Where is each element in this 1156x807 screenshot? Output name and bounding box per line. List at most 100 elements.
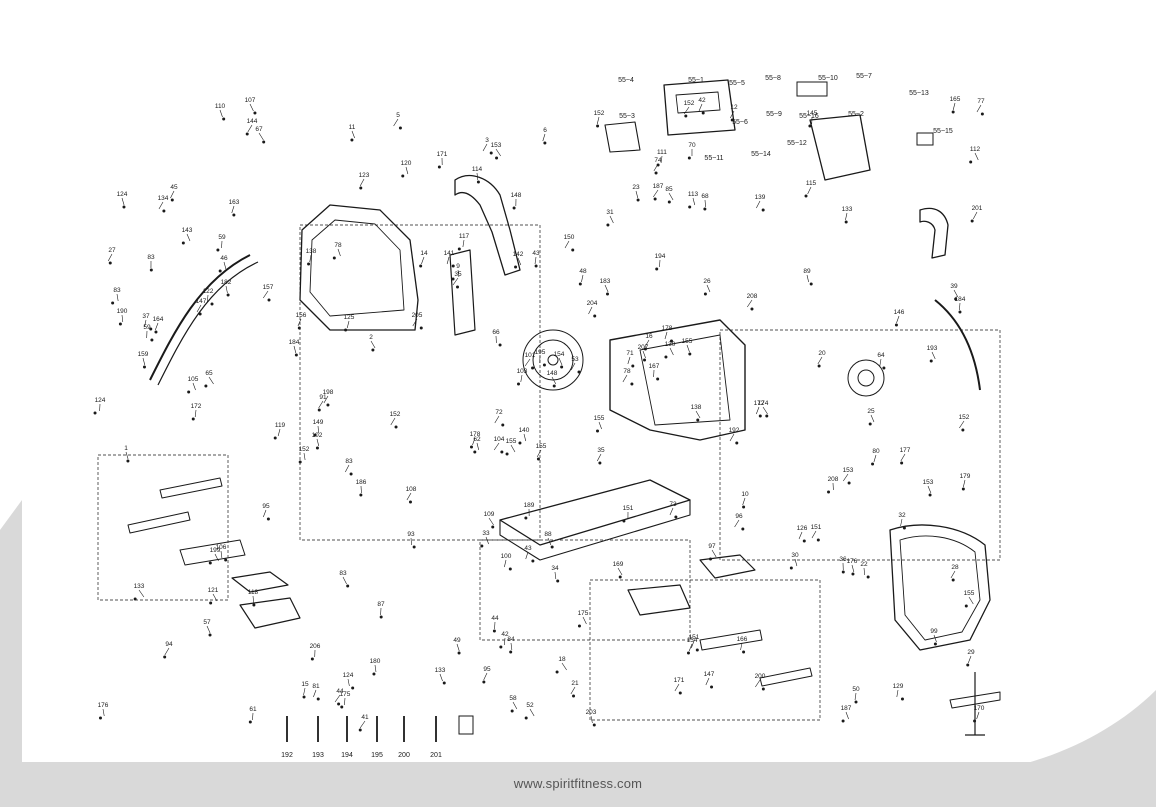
callout-leader <box>323 395 329 404</box>
callout-dot <box>808 124 812 128</box>
callout-leader <box>870 414 875 423</box>
part-number-label: 100 <box>501 553 512 560</box>
console-rear-cover <box>809 114 871 181</box>
callout-leader <box>155 322 159 331</box>
callout-dot <box>216 248 220 252</box>
part-number-label: 175 <box>578 610 589 617</box>
callout-leader <box>421 256 425 265</box>
part-number-label: 67 <box>255 126 263 133</box>
callout-dot <box>149 268 153 272</box>
callout-dot <box>789 566 793 570</box>
callout-leader <box>472 437 476 446</box>
left-handle-arm-edge <box>157 261 259 386</box>
callout-dot <box>761 208 765 212</box>
part-number-label: 151 <box>689 634 700 641</box>
part-number-label: 20 <box>818 350 826 357</box>
callout-dot <box>226 293 230 297</box>
callout-leader <box>711 549 717 558</box>
part-number-label: 115 <box>806 180 817 187</box>
part-number-label: 169 <box>613 561 624 568</box>
part-number-label: 59 <box>143 324 151 331</box>
part-number-label: 151 <box>623 505 634 512</box>
callout-dot <box>741 527 745 531</box>
callout-leader <box>263 290 269 299</box>
callout-leader <box>303 452 306 461</box>
right-pulley <box>847 359 885 397</box>
console-part-55-10 <box>796 81 828 97</box>
part-number-label: 94 <box>165 641 173 648</box>
part-number-label: 35 <box>454 271 462 278</box>
part-number-label: 2 <box>369 334 373 341</box>
part-number-label: 179 <box>960 473 971 480</box>
callout-leader <box>695 410 701 419</box>
callout-leader <box>863 567 865 576</box>
main-frame-inner <box>639 334 731 426</box>
part-number-label: 36 <box>839 556 847 563</box>
callout-dot <box>542 363 546 367</box>
callout-dot <box>524 716 528 720</box>
callout-leader <box>525 551 529 560</box>
callout-leader <box>186 233 191 242</box>
callout-dot <box>900 461 904 465</box>
part-number-label: 95 <box>262 503 270 510</box>
callout-leader <box>747 299 753 308</box>
callout-leader <box>309 254 312 263</box>
callout-leader <box>622 374 628 383</box>
part-number-label: 78 <box>623 368 631 375</box>
callout-dot <box>394 425 398 429</box>
part-number-label: 193 <box>927 345 938 352</box>
part-number-label: 29 <box>967 649 975 656</box>
part-number-label: 140 <box>519 427 530 434</box>
callout-dot <box>501 423 505 427</box>
callout-dot <box>456 285 460 289</box>
callout-leader <box>142 357 146 366</box>
part-number-label: 83 <box>147 254 155 261</box>
callout-leader <box>517 257 522 266</box>
callout-dot <box>703 207 707 211</box>
part-number-label: 177 <box>900 447 911 454</box>
callout-dot <box>687 156 691 160</box>
part-number-label: 143 <box>182 227 193 234</box>
callout-dot <box>969 160 973 164</box>
callout-dot <box>500 450 504 454</box>
callout-leader <box>334 694 341 703</box>
callout-leader <box>207 294 209 303</box>
console-module-3 <box>604 121 641 153</box>
part-number-label: 110 <box>215 103 226 110</box>
part-number-label: 159 <box>138 351 149 358</box>
callout-dot <box>457 651 461 655</box>
page-corner-shade-right <box>996 690 1156 770</box>
callout-dot <box>505 452 509 456</box>
footer-website-url[interactable]: www.spiritfitness.com <box>513 776 643 791</box>
part-number-label: 155 <box>682 338 693 345</box>
callout-leader <box>896 689 899 698</box>
callout-dot <box>408 500 412 504</box>
callout-leader <box>225 285 228 294</box>
callout-dot <box>622 519 626 523</box>
callout-leader <box>642 350 646 359</box>
left-pedal-rail-c <box>179 539 246 566</box>
left-pedal-rail-a <box>159 477 223 499</box>
callout-leader <box>811 530 817 539</box>
callout-dot <box>332 256 336 260</box>
callout-dot <box>297 326 301 330</box>
part-number-label: 85 <box>665 186 673 193</box>
console-part-55-15 <box>916 132 934 146</box>
callout-dot <box>750 307 754 311</box>
callout-dot <box>765 414 769 418</box>
part-number-label: 105 <box>188 376 199 383</box>
callout-leader <box>313 689 317 698</box>
callout-leader <box>107 253 113 262</box>
callout-dot <box>98 716 102 720</box>
callout-leader <box>900 453 906 462</box>
flywheel-inner <box>532 339 574 381</box>
callout-leader <box>756 200 761 209</box>
part-number-label: 9 <box>456 263 460 270</box>
callout-dot <box>531 559 535 563</box>
callout-leader <box>564 240 570 249</box>
part-number-label: 89 <box>803 268 811 275</box>
part-number-label: 167 <box>649 363 660 370</box>
callout-dot <box>208 561 212 565</box>
callout-dot <box>571 248 575 252</box>
